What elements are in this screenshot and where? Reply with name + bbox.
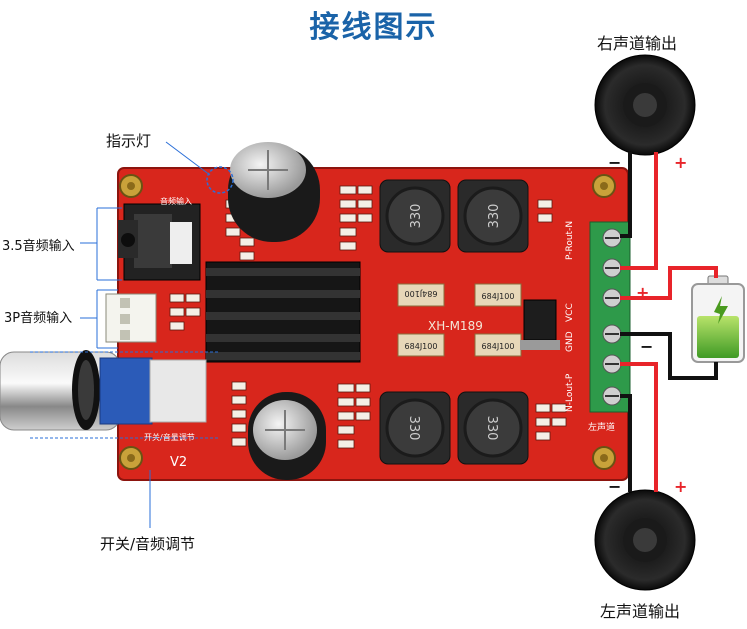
inductor-bottom-right: 330 [457,391,529,465]
input-35-label: 3.5音频输入 [2,239,75,254]
inductor-bottom-left: 330 [379,391,451,465]
battery-icon [691,275,745,363]
indicator-led-icon [206,166,234,194]
diagram-title: 接线图示 [309,10,438,45]
board-version: V2 [170,455,187,470]
audio-jack-35 [118,203,201,281]
polarity-battery-plus: + [636,283,649,302]
polarity-right-minus: − [608,153,621,172]
silk-left-channel: 左声道 [588,421,615,433]
polarity-battery-minus: − [640,337,653,356]
switch-volume-label: 开关/音频调节 [100,535,196,553]
board-model: XH-M189 [428,319,483,333]
electrolytic-cap-top [228,142,320,242]
silk-vcc: VCC [565,303,575,322]
pcb-board: 330 330 330 330 684J100 [105,142,631,481]
silk-rout: P-Rout-N [565,221,575,260]
film-capacitors: 684J100 684J100 684J100 684J100 [397,283,522,357]
diode-d1 [523,299,557,341]
inductor-top-right: 330 [457,179,529,253]
wires [620,152,718,492]
heat-sink [205,261,361,363]
header-3p [105,293,157,343]
silk-switch: 开关/音量调节 [144,432,195,442]
indicator-label: 指示灯 [106,132,152,150]
silk-lout: N-Lout-P [565,373,575,412]
screw-terminal-block [589,221,631,413]
electrolytic-cap-bottom [248,392,326,480]
svg-text:684J100: 684J100 [482,342,515,351]
right-channel-output-label: 右声道输出 [597,34,678,53]
right-speaker-icon [594,54,696,156]
inductor-top-left: 330 [379,179,451,253]
input-3p-label: 3P音频输入 [4,311,73,326]
inductor-label: 330 [484,416,499,441]
polarity-left-minus: − [608,477,621,496]
volume-knob [0,350,207,431]
inductor-label: 330 [406,416,421,441]
polarity-right-plus: + [674,153,687,172]
svg-text:684J100: 684J100 [405,342,438,351]
left-channel-output-label: 左声道输出 [600,602,681,621]
inductor-label: 330 [487,204,502,229]
svg-text:684J100: 684J100 [482,292,515,301]
silk-gnd: GND [565,331,575,352]
callout-lines [30,141,220,528]
inductor-label: 330 [409,204,424,229]
svg-text:684J100: 684J100 [405,289,438,298]
silk-input: 音频输入 [160,196,192,206]
polarity-left-plus: + [674,477,687,496]
left-speaker-icon [594,489,696,591]
